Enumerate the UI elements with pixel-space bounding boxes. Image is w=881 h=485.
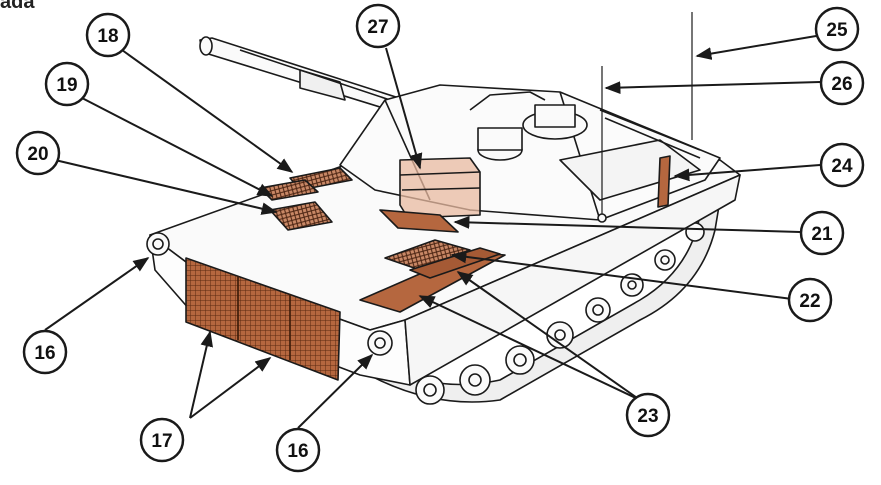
tank-illustration xyxy=(146,12,741,405)
callout-27: 27 xyxy=(355,3,401,49)
exhaust-24 xyxy=(657,155,671,208)
leader-lines xyxy=(44,34,823,429)
callout-21: 21 xyxy=(799,210,845,256)
svg-text:27: 27 xyxy=(367,17,388,38)
plate-21 xyxy=(379,209,459,233)
headlight-right xyxy=(367,330,393,356)
svg-text:16: 16 xyxy=(34,343,55,364)
svg-text:25: 25 xyxy=(826,20,848,41)
corner-text-fragment: ada xyxy=(0,0,35,13)
svg-text:26: 26 xyxy=(831,74,852,95)
gun-barrel xyxy=(199,36,431,121)
callout-24: 24 xyxy=(819,142,865,188)
headlight-left xyxy=(146,232,170,256)
callout-16-right: 16 xyxy=(275,427,321,473)
svg-text:22: 22 xyxy=(799,291,820,312)
callout-20: 20 xyxy=(15,130,61,176)
svg-text:24: 24 xyxy=(831,156,853,177)
svg-text:21: 21 xyxy=(811,224,833,245)
deck-grille-20 xyxy=(269,201,333,231)
callout-19: 19 xyxy=(44,61,90,107)
callout-22: 22 xyxy=(787,277,833,323)
storage-box xyxy=(399,157,481,219)
svg-text:20: 20 xyxy=(27,144,48,165)
callouts: 18 19 20 16 17 16 xyxy=(15,3,865,473)
svg-text:23: 23 xyxy=(637,406,658,427)
svg-text:16: 16 xyxy=(287,441,308,462)
callout-17: 17 xyxy=(139,417,185,463)
callout-26: 26 xyxy=(819,60,865,106)
callout-18: 18 xyxy=(85,12,131,58)
svg-text:17: 17 xyxy=(151,431,172,452)
grille-22 xyxy=(384,239,471,271)
svg-text:18: 18 xyxy=(97,26,118,47)
svg-text:19: 19 xyxy=(56,75,77,96)
callout-25: 25 xyxy=(814,6,860,52)
front-grille xyxy=(185,257,341,381)
callout-16-left: 16 xyxy=(22,329,68,375)
callout-23: 23 xyxy=(625,392,671,438)
